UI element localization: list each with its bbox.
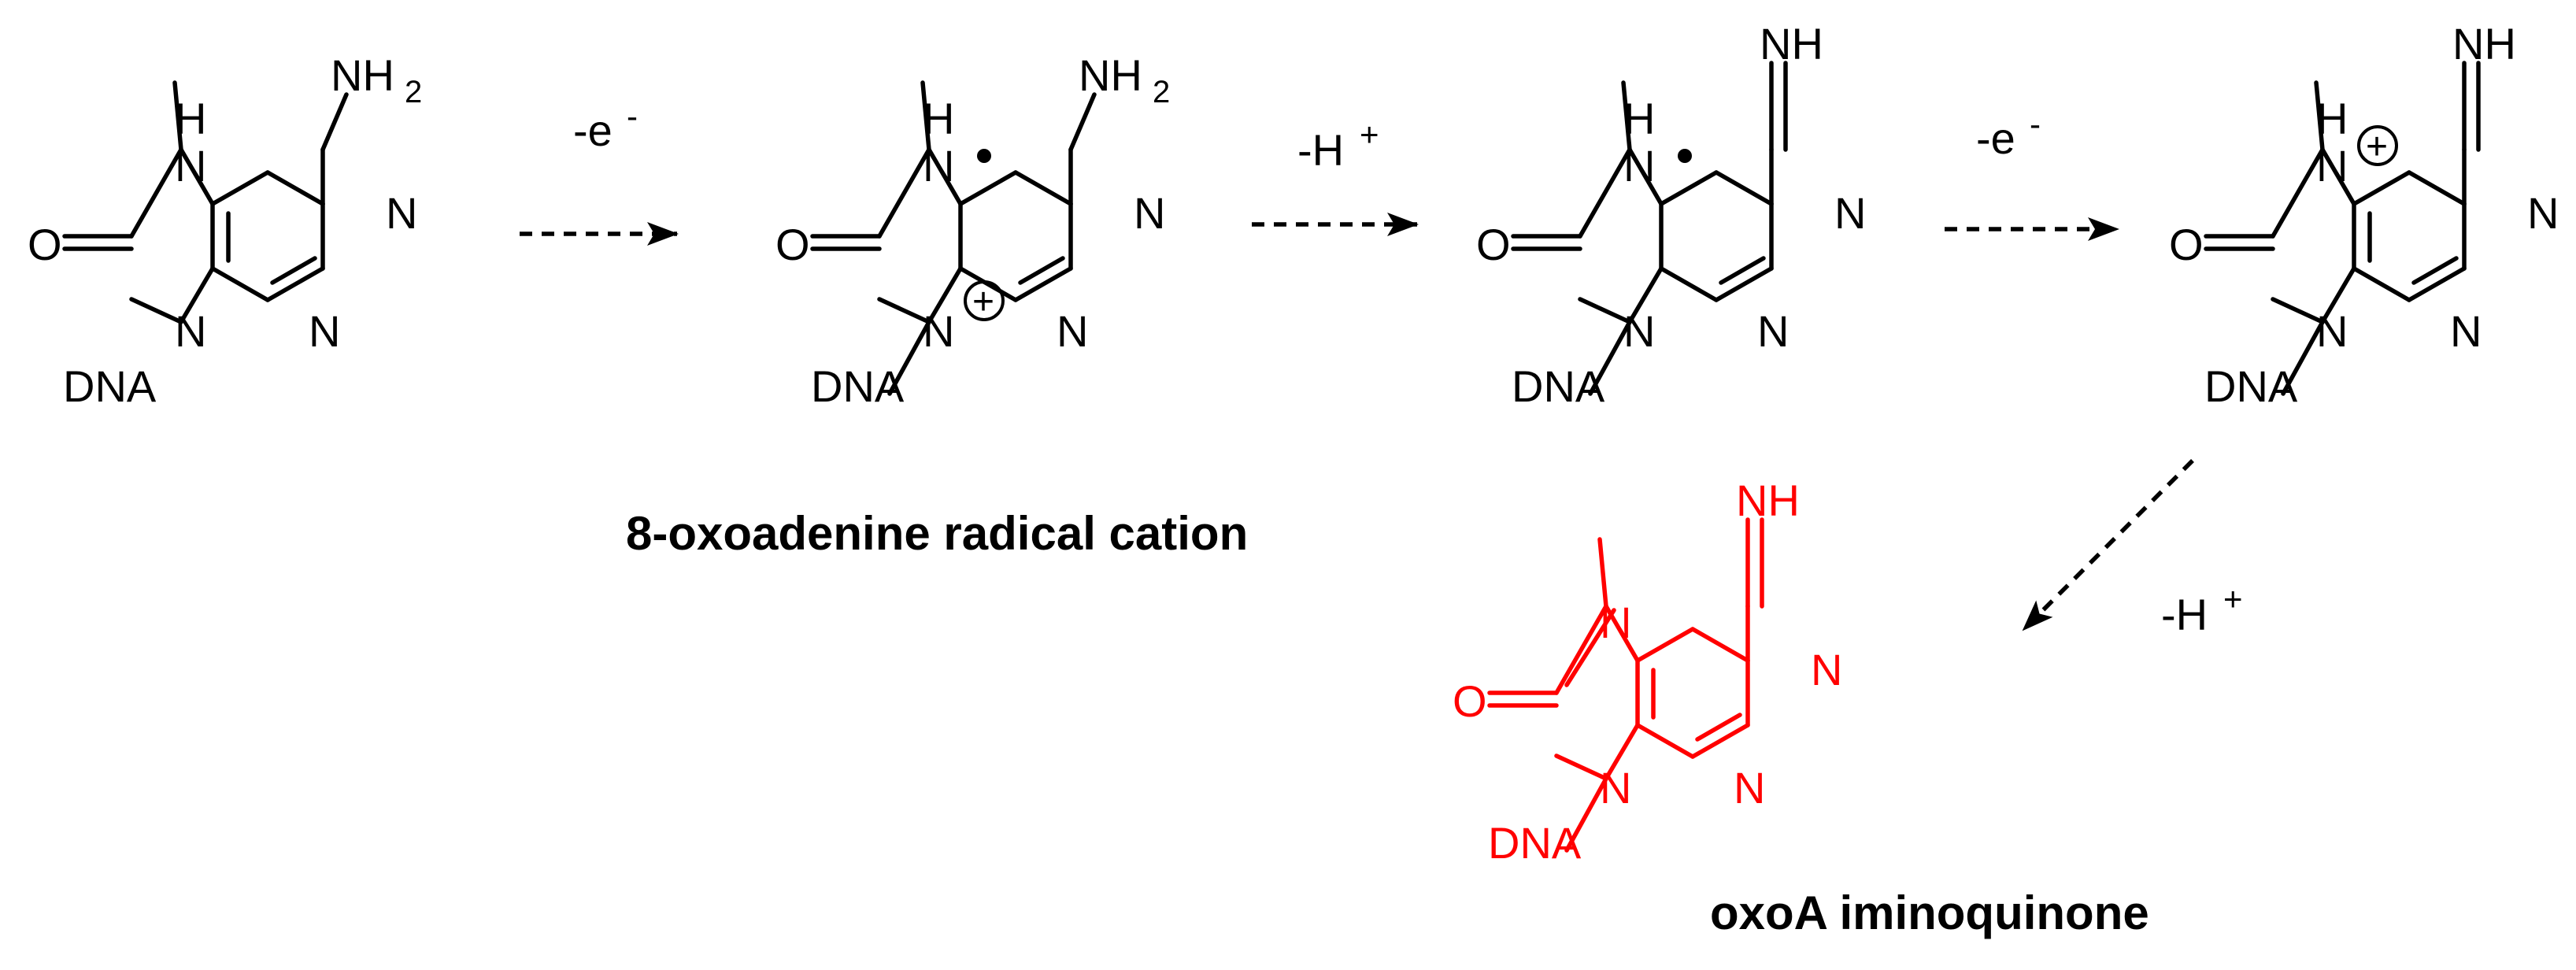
svg-text:N: N <box>1057 306 1088 356</box>
arrow-2-sup: + <box>1360 116 1379 153</box>
arrow-1-label: -e <box>573 106 613 155</box>
arrow-4: -H + <box>2022 459 2243 639</box>
svg-text:N: N <box>175 141 206 191</box>
arrow-2: -H + <box>1252 116 1419 236</box>
svg-text:H: H <box>1623 94 1655 143</box>
svg-text:DNA: DNA <box>1488 818 1582 868</box>
svg-text:H: H <box>923 94 954 143</box>
arrow-1-sup: - <box>627 98 638 135</box>
svg-text:N: N <box>1811 645 1842 694</box>
svg-text:N: N <box>386 188 417 238</box>
svg-text:+: + <box>972 281 994 323</box>
arrow-4-label: -H <box>2161 590 2208 639</box>
svg-text:N: N <box>923 141 954 191</box>
svg-text:N: N <box>1600 763 1631 813</box>
molecule-iminoquinone: NH N O N N N DNA <box>1453 476 1842 868</box>
svg-text:DNA: DNA <box>63 361 157 411</box>
svg-text:H: H <box>175 94 206 143</box>
caption-radical-cation: 8-oxoadenine radical cation <box>626 507 1248 560</box>
caption-product: oxoA iminoquinone <box>1710 887 2149 939</box>
arrow-3-sup: - <box>2030 106 2041 143</box>
svg-text:+: + <box>2366 126 2388 168</box>
svg-text:NH: NH <box>1736 476 1800 525</box>
svg-text:DNA: DNA <box>1512 361 1605 411</box>
arrow-1: -e - <box>520 98 679 246</box>
molecule-oxoa: NH 2 N N H N O N DNA <box>28 50 422 411</box>
svg-text:N: N <box>2450 306 2482 356</box>
arrow-3-label: -e <box>1976 113 2015 163</box>
svg-text:N: N <box>2316 306 2348 356</box>
svg-text:NH: NH <box>1760 19 1823 68</box>
arrow-3: -e - <box>1945 106 2119 241</box>
svg-text:DNA: DNA <box>2204 361 2298 411</box>
svg-text:N: N <box>1623 141 1655 191</box>
svg-text:N: N <box>923 306 954 356</box>
svg-text:NH: NH <box>1079 50 1142 100</box>
svg-text:N: N <box>1134 188 1165 238</box>
svg-text:O: O <box>1476 220 1511 269</box>
svg-text:N: N <box>2527 188 2559 238</box>
svg-text:O: O <box>1453 676 1487 726</box>
svg-text:O: O <box>28 220 62 269</box>
arrow-2-label: -H <box>1297 125 1344 175</box>
svg-text:N: N <box>1834 188 1866 238</box>
svg-text:N: N <box>2316 141 2348 191</box>
svg-text:2: 2 <box>1153 75 1170 109</box>
svg-text:N: N <box>309 306 340 356</box>
svg-text:DNA: DNA <box>811 361 905 411</box>
svg-text:N: N <box>1734 763 1765 813</box>
svg-text:NH: NH <box>331 50 394 100</box>
arrow-4-sup: + <box>2223 580 2243 617</box>
svg-text:O: O <box>2169 220 2204 269</box>
svg-text:N: N <box>1623 306 1655 356</box>
svg-text:NH: NH <box>2452 19 2516 68</box>
svg-text:N: N <box>1600 598 1631 647</box>
svg-text:2: 2 <box>405 75 422 109</box>
svg-text:N: N <box>1757 306 1789 356</box>
svg-text:O: O <box>775 220 810 269</box>
svg-text:N: N <box>175 306 206 356</box>
svg-text:H: H <box>2316 94 2348 143</box>
